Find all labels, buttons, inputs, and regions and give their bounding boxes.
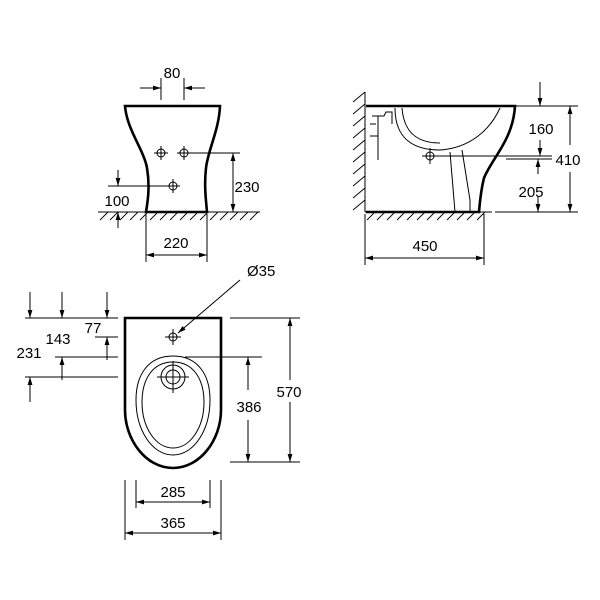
dim-side-height-low: 205 bbox=[518, 184, 543, 201]
front-tap-holes bbox=[154, 146, 191, 193]
side-dim-depth: 450 bbox=[364, 214, 485, 265]
side-leg bbox=[449, 149, 471, 213]
dim-front-base-width: 220 bbox=[163, 235, 188, 252]
side-dim-height-low: 205 bbox=[506, 158, 552, 212]
dim-top-width-total: 365 bbox=[160, 515, 185, 532]
dim-side-top-offset: 160 bbox=[528, 121, 553, 138]
side-dim-height-total: 410 bbox=[495, 105, 581, 213]
top-view: Ø35 77 143 231 bbox=[16, 263, 302, 540]
top-right-dims: 386 570 bbox=[185, 317, 302, 463]
front-body-outline bbox=[123, 104, 222, 214]
top-left-dims: 77 143 231 bbox=[16, 292, 118, 402]
dim-top-offset-c: 77 bbox=[85, 320, 102, 337]
side-wall-hatch bbox=[352, 91, 366, 211]
front-dim-base-width: 220 bbox=[145, 214, 208, 262]
front-dim-width-top: 80 bbox=[140, 65, 205, 100]
dim-top-hole-diameter: Ø35 bbox=[247, 263, 275, 280]
dim-front-height-low: 100 bbox=[104, 193, 129, 210]
dim-top-width-inner: 285 bbox=[160, 484, 185, 501]
top-bottom-dims: 285 365 bbox=[124, 480, 222, 540]
dim-front-height-mid: 230 bbox=[234, 179, 259, 196]
side-body-outline bbox=[366, 104, 517, 214]
front-dim-height-low: 100 bbox=[104, 170, 166, 228]
dim-top-length-total: 570 bbox=[276, 384, 301, 401]
dim-front-width-top: 80 bbox=[164, 65, 181, 82]
top-inner-bowl-2 bbox=[141, 361, 205, 449]
dim-top-length-inner: 386 bbox=[236, 399, 261, 416]
side-trap bbox=[370, 111, 393, 160]
top-dim-hole-diameter: Ø35 bbox=[177, 263, 275, 334]
front-floor-hatch bbox=[99, 211, 259, 221]
dim-side-height-total: 410 bbox=[555, 152, 580, 169]
dim-top-offset-a: 231 bbox=[16, 345, 41, 362]
dim-side-depth: 450 bbox=[412, 238, 437, 255]
side-bowl-inner bbox=[394, 107, 501, 151]
top-inner-bowl bbox=[135, 355, 211, 456]
dim-top-offset-b: 143 bbox=[45, 331, 70, 348]
side-dim-top-offset: 160 bbox=[438, 82, 554, 157]
side-bowl-inner-2 bbox=[401, 107, 441, 144]
side-floor-hatch bbox=[366, 211, 486, 221]
front-dim-height-mid: 230 bbox=[191, 152, 260, 212]
top-outer-outline bbox=[123, 316, 223, 470]
side-view: 160 410 205 450 bbox=[352, 82, 581, 265]
front-view: 80 100 230 220 bbox=[98, 65, 260, 262]
